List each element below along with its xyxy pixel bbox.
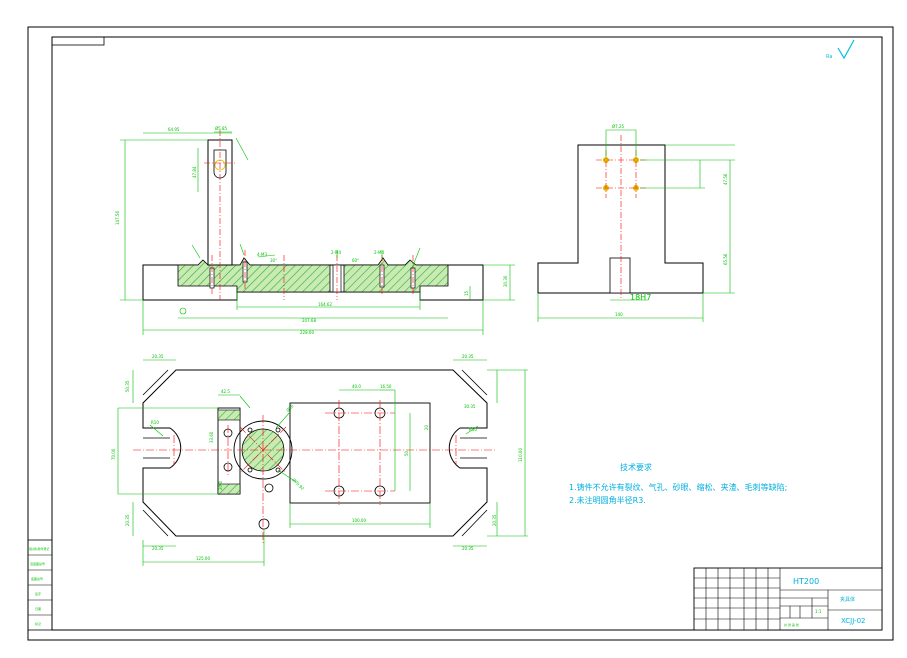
dim-hole-spacing: Ø7.25 [612, 124, 625, 129]
dim-corner-br-h: 20.35 [492, 514, 497, 526]
dim-circle-dia: Ø56 [285, 403, 295, 413]
top-small-hole-c [247, 467, 253, 473]
title-part-name: 夹具体 [840, 596, 855, 603]
dim-angle-right: 60° [352, 258, 359, 263]
dim-height-left: 70.00 [111, 448, 116, 460]
dim-base-step: 15 [464, 290, 469, 296]
notes-line-1: 1.铸件不允许有裂纹、气孔、砂眼、缩松、夹渣、毛刺等缺陷; [569, 482, 787, 492]
top-dim-text: 20.35 50.35 20.35 30.35 R10 R10 40.0 16.… [111, 354, 523, 561]
left-revision-strip: 借(通)用件登记 旧底图总号 底图总号 签字 日期 标记 [27, 539, 53, 631]
top-column-hatch-bottom [217, 483, 241, 495]
corner-code-box [51, 36, 105, 46]
side-view: Ø7.25 47.56 65.56 140 18H7 [537, 124, 735, 322]
title-drawing-no: XCJJ-02 [841, 617, 866, 625]
dim-base-height: 30.30 [503, 275, 508, 287]
front-datum-symbol [179, 307, 187, 315]
dim-mid-span: 207.68 [302, 318, 316, 323]
notes-line-2: 2.未注明圆角半径R3. [569, 495, 646, 505]
top-small-hole-b [275, 427, 281, 433]
dim-block-h: 42.5 [221, 389, 230, 394]
notes-title: 技术要求 [620, 462, 652, 472]
front-dim-text: 64.95 Ø5.85 147.56 47.84 30° 60° 4-M3 2-… [115, 126, 508, 335]
side-dim-text: Ø7.25 47.56 65.56 140 [612, 124, 728, 317]
dim-hole-height: 47.56 [723, 173, 728, 185]
top-view: 20.35 50.35 20.35 30.35 R10 R10 40.0 16.… [111, 354, 528, 566]
dim-corner-tr: 20.35 [462, 354, 474, 359]
technical-notes: 技术要求 1.铸件不允许有裂纹、气孔、砂眼、缩松、夹渣、毛刺等缺陷; 2.未注明… [569, 462, 787, 505]
dim-corner-tr-h: 30.35 [464, 404, 476, 409]
dim-base-length: 140 [615, 312, 623, 317]
strip-label-2: 旧底图总号 [30, 561, 45, 566]
dim-inner-span: 164.62 [318, 302, 332, 307]
dim-corner-br: 20.35 [462, 546, 474, 551]
dim-hole-pitch-x2: 16.50 [380, 384, 392, 389]
strip-label-6: 标记 [35, 621, 41, 626]
dim-slot-depth: 47.84 [192, 166, 197, 178]
dim-block-w: 33.60 [209, 431, 214, 443]
strip-label-3: 底图总号 [31, 576, 43, 581]
strip-label-4: 签字 [35, 591, 41, 596]
title-scale: 1:1 [815, 609, 822, 614]
top-hole-8 [258, 518, 270, 530]
dim-side-height: 65.56 [723, 253, 728, 265]
title-material: HT200 [793, 577, 819, 586]
top-dimensions [117, 359, 528, 566]
dim-slot-r: R10 [151, 420, 159, 425]
front-column [207, 139, 233, 266]
dim-angle-left: 30° [270, 258, 277, 263]
front-view: 64.95 Ø5.85 147.56 47.84 30° 60° 4-M3 2-… [115, 126, 515, 335]
top-rect-plate [289, 402, 431, 504]
top-centerlines [133, 400, 497, 545]
side-dimensions [537, 129, 735, 322]
dim-corner-tl: 20.35 [152, 354, 164, 359]
side-hole-1 [603, 157, 609, 163]
title-sheet: 共 张 第 张 [784, 622, 799, 627]
dim-bottom-pos: 125.00 [196, 556, 210, 561]
front-hole-4 [379, 264, 385, 288]
inner-border [51, 36, 883, 631]
top-corner-chamfers [142, 369, 488, 537]
outer-border [27, 26, 894, 641]
front-dimensions [120, 131, 515, 335]
dim-corner-bl: 20.35 [152, 546, 164, 551]
dim-thread-left: 4-M3 [257, 252, 267, 257]
side-holes [603, 157, 639, 191]
dim-height-right: 110.00 [518, 448, 523, 462]
front-column-slot [213, 149, 227, 179]
dim-hole-pitch-x: 40.0 [352, 384, 361, 389]
strip-label-5: 日期 [35, 606, 41, 611]
title-block: HT200 夹具体 XCJJ-02 1:1 共 张 第 张 [693, 567, 883, 631]
top-outline [142, 369, 488, 537]
dim-hole-pitch-y2: 20 [424, 424, 429, 430]
check-icon [837, 39, 855, 60]
dim-height-total: 147.56 [115, 211, 120, 225]
roughness-label: Ra [826, 54, 832, 60]
front-section-left [177, 257, 331, 293]
dim-hole-pitch-y: 50 [404, 450, 409, 456]
dim-top-width: 64.95 [168, 127, 180, 132]
roughness-symbol: Ra [826, 39, 855, 60]
dim-slot-width: Ø5.85 [215, 126, 228, 131]
dim-bottom-pos-small: 20.4 [218, 481, 223, 490]
side-slot [609, 257, 631, 294]
dim-thread-mid: 2-M4 [331, 250, 341, 255]
dim-rect-w: 100.00 [352, 518, 366, 523]
side-centerlines [596, 135, 646, 300]
top-small-hole-a [247, 427, 253, 433]
top-column-hatch-top [217, 409, 241, 421]
dim-corner-tl-h: 50.35 [125, 380, 130, 392]
dim-slot-r-right: R10 [469, 427, 477, 432]
dim-overall-length: 228.00 [300, 330, 314, 335]
dim-corner-bl-h: 20.35 [125, 514, 130, 526]
top-hole-7 [264, 483, 274, 493]
side-hole-2 [633, 157, 639, 163]
dim-thread-right: 2-M4 [374, 250, 384, 255]
front-centerlines [204, 130, 414, 300]
strip-label-1: 借(通)用件登记 [29, 546, 49, 551]
dim-fit-tolerance: 18H7 [630, 293, 651, 302]
